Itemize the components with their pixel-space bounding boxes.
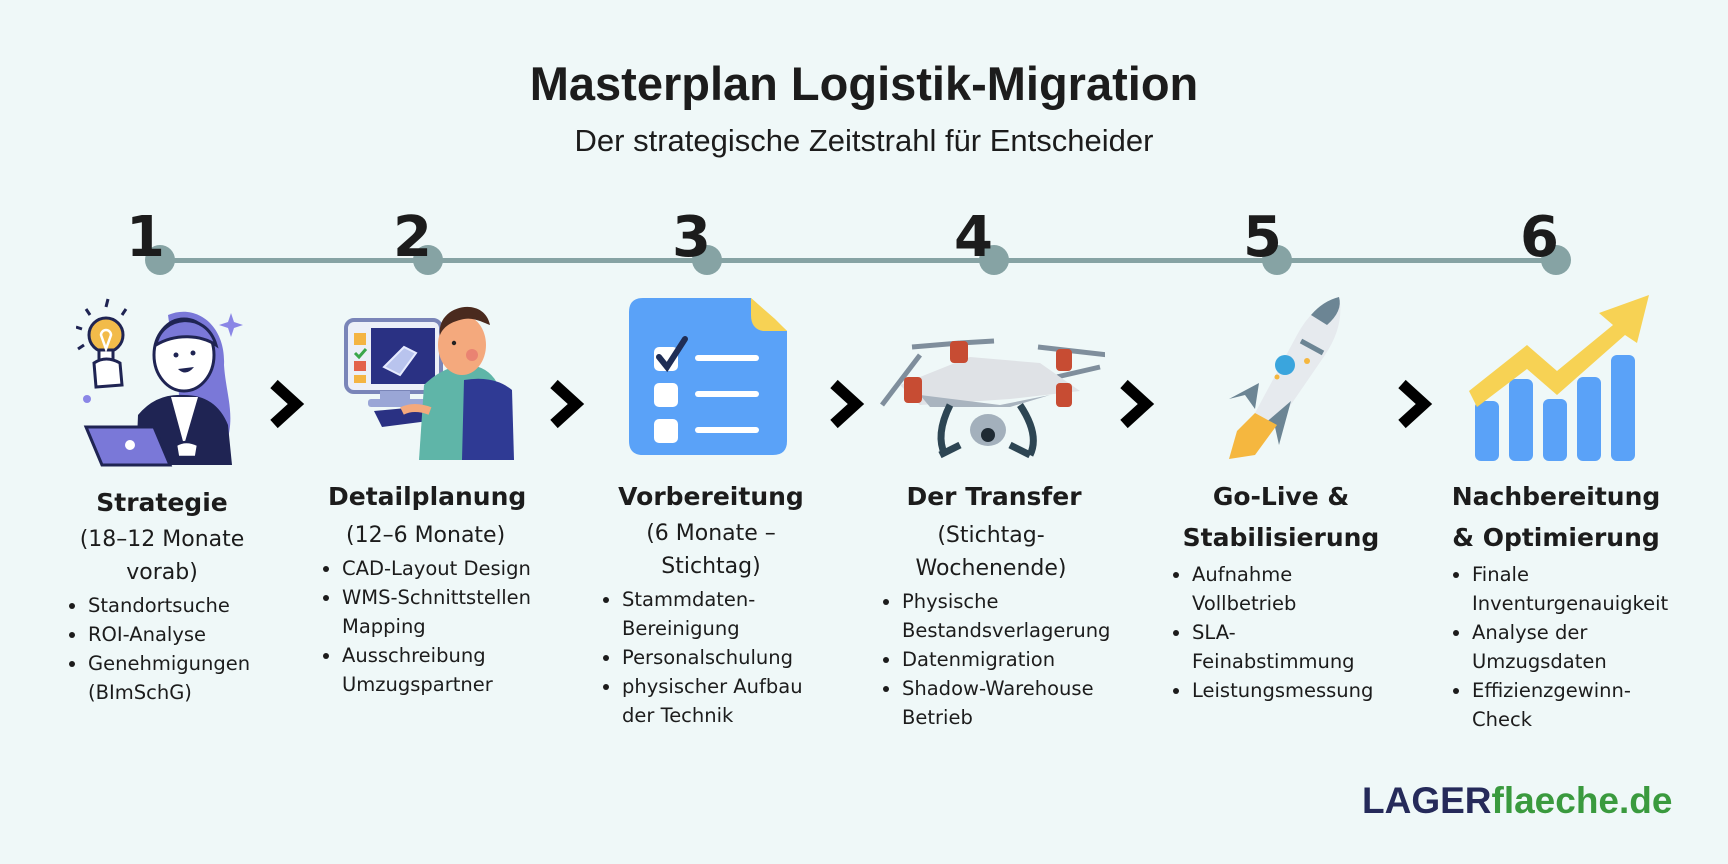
timeline-dot-4 [979,245,1009,275]
step-5: Go-Live & Stabilisierung Aufnahme Vollbe… [1166,476,1396,705]
step-title: Detailplanung [328,482,527,511]
chevron-right-icon [1120,379,1155,429]
list-item: CAD-Layout Design [342,554,556,583]
step-number-2: 2 [393,205,432,270]
step-number-5: 5 [1243,205,1282,270]
step-title: Go-Live & Stabilisierung [1182,482,1380,552]
list-item: Standortsuche [88,591,262,620]
step-items: Aufnahme Vollbetrieb SLA-Feinabstimmung … [1166,560,1396,705]
step-number-1: 1 [126,205,165,270]
man-cad-computer-icon [344,306,514,460]
step-4: Der Transfer (Stichtag-Wochenende) Physi… [876,476,1126,732]
rocket-icon [1229,297,1341,459]
step-number-4: 4 [954,205,993,270]
timeline-dot-1 [145,245,175,275]
step-items: Physische Bestandsverlagerung Datenmigra… [876,587,1126,732]
step-title: Vorbereitung [618,482,804,511]
list-item: Analyse der Umzugsdaten [1472,618,1622,676]
chevron-right-icon [1398,379,1433,429]
step-items: Stammdaten-Bereinigung Personalschulung … [596,585,826,730]
logo-part-lager: LAGER [1362,780,1492,821]
list-item: Leistungsmessung [1192,676,1396,705]
timeline-dot-3 [692,245,722,275]
list-item: Aufnahme Vollbetrieb [1192,560,1322,618]
step-title: Der Transfer [906,482,1082,511]
step-1: Strategie (18–12 Monate vorab) Standorts… [62,482,262,707]
list-item: Personalschulung [622,643,826,672]
step-period: (Stichtag-Wochenende) [915,523,1067,581]
step-period: (6 Monate – Stichtag) [646,521,776,579]
list-item: Shadow-Warehouse Betrieb [902,674,1102,732]
list-item: SLA-Feinabstimmung [1192,618,1362,676]
checklist-icon [629,298,787,455]
list-item: WMS-Schnittstellen Mapping [342,583,556,641]
drone-icon [880,338,1105,459]
list-item: Datenmigration [902,645,1126,674]
brand-logo: LAGERflaeche.de [1362,780,1672,822]
step-title: Strategie [96,488,228,517]
step-2: Detailplanung (12–6 Monate) CAD-Layout D… [316,476,556,699]
step-3: Vorbereitung (6 Monate – Stichtag) Stamm… [596,476,826,730]
chevron-right-icon [550,379,585,429]
timeline-dot-2 [413,245,443,275]
chevron-right-icon [830,379,865,429]
page-title: Masterplan Logistik-Migration [529,57,1199,110]
step-items: CAD-Layout Design WMS-Schnittstellen Map… [316,554,556,699]
list-item: Finale Inventurgenauigkeit [1472,560,1668,618]
list-item: Effizienzgewinn-Check [1472,676,1642,734]
step-6: Nachbereitung & Optimierung Finale Inven… [1446,476,1686,734]
step-title: Nachbereitung & Optimierung [1451,482,1661,552]
timeline-dot-5 [1262,245,1292,275]
step-period: (18–12 Monate vorab) [79,527,245,585]
logo-part-flaeche: flaeche.de [1491,780,1673,821]
list-item: Stammdaten-Bereinigung [622,585,762,643]
step-number-6: 6 [1520,205,1559,270]
step-items: Standortsuche ROI-Analyse Genehmigungen … [62,591,262,707]
list-item: Genehmigungen (BImSchG) [88,649,262,707]
timeline-line [160,258,1556,263]
chevron-right-icon [270,379,305,429]
list-item: ROI-Analyse [88,620,262,649]
step-number-3: 3 [672,205,711,270]
growth-chart-icon [1469,295,1649,461]
page-subtitle: Der strategische Zeitstrahl für Entschei… [574,123,1154,158]
list-item: Physische Bestandsverlagerung [902,587,1126,645]
timeline-dot-6 [1541,245,1571,275]
list-item: physischer Aufbau der Technik [622,672,812,730]
list-item: Ausschreibung Umzugspartner [342,641,556,699]
step-period: (12–6 Monate) [346,523,506,548]
step-items: Finale Inventurgenauigkeit Analyse der U… [1446,560,1686,734]
woman-lightbulb-laptop-icon [76,298,243,467]
